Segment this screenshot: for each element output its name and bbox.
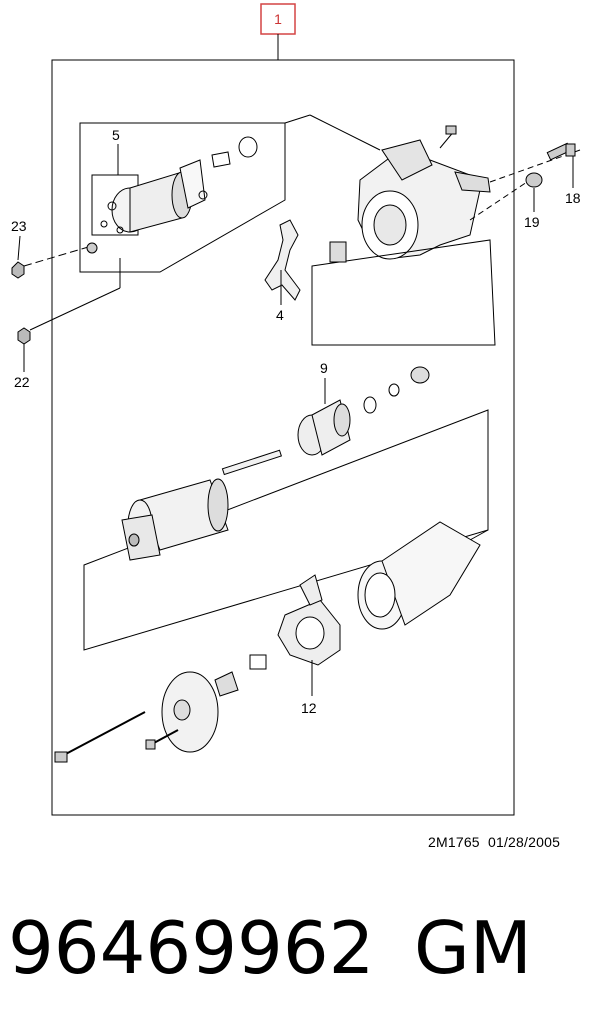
- nut-23[interactable]: [11, 261, 25, 279]
- armature[interactable]: [121, 449, 282, 561]
- callout-label-19: 19: [524, 214, 540, 230]
- callout-label-4: 4: [276, 307, 284, 323]
- brush-holder-12[interactable]: [249, 574, 341, 670]
- overrunning-clutch-9[interactable]: [297, 366, 430, 456]
- reference-code: 2M1765 01/28/2005: [428, 834, 560, 850]
- brand-label: GM: [414, 906, 532, 990]
- reference-code-id: 2M1765: [428, 834, 480, 850]
- callout-label-5: 5: [112, 127, 120, 143]
- reference-date: 01/28/2005: [487, 834, 561, 850]
- pinion-box: [311, 239, 496, 346]
- part-number: 96469962: [8, 906, 375, 990]
- callout-label-18: 18: [565, 190, 581, 206]
- callout-label-1: 1: [274, 11, 282, 27]
- bushing-19[interactable]: [525, 172, 543, 188]
- exploded-parts-diagram: 1 23 22 5: [11, 3, 581, 816]
- callout-label-23: 23: [11, 218, 27, 234]
- screw[interactable]: [145, 729, 179, 750]
- nut-22[interactable]: [17, 327, 31, 345]
- through-bolt[interactable]: [54, 711, 146, 763]
- solenoid-assembly: [23, 114, 381, 331]
- diagram-frame: [51, 59, 515, 816]
- shift-lever-4[interactable]: [264, 219, 301, 301]
- yoke[interactable]: [357, 521, 481, 630]
- armature-box: [83, 409, 489, 651]
- drive-end-housing: [357, 125, 491, 260]
- callout-label-22: 22: [14, 374, 30, 390]
- callout-label-9: 9: [320, 360, 328, 376]
- callout-label-12: 12: [301, 700, 317, 716]
- commutator-end-frame[interactable]: [161, 671, 239, 753]
- bolt-18[interactable]: [546, 142, 576, 161]
